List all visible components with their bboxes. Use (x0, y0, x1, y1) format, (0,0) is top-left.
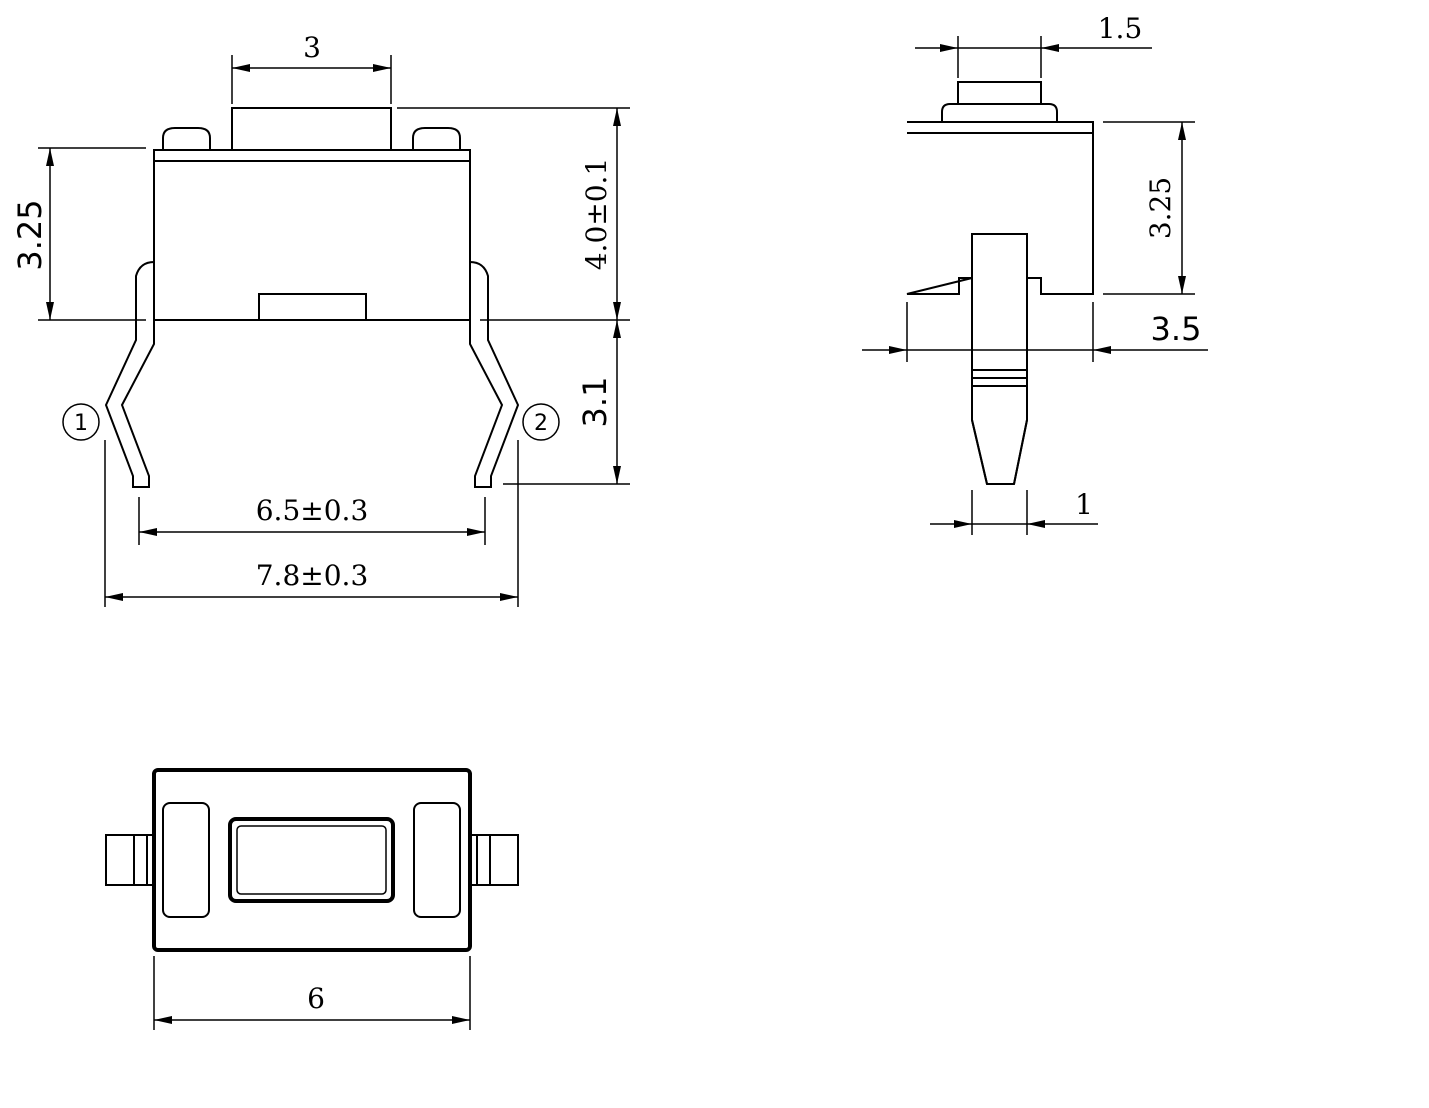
pin-2-label: 2 (534, 411, 548, 436)
front-actuator (231, 107, 392, 150)
front-lead-left (104, 261, 155, 488)
dim-front-lead-inner: 6.5±0.3 (256, 494, 369, 527)
top-lead-right (470, 834, 519, 886)
front-bottom-notch (154, 293, 470, 321)
front-bump-right (412, 127, 461, 150)
side-actuator-base (941, 103, 1058, 122)
front-lead-right (469, 261, 520, 488)
dim-top-body-width: 6 (307, 982, 325, 1015)
dim-front-lead-outer: 7.8±0.3 (256, 559, 369, 592)
dim-side-body-height: 3.25 (1144, 177, 1177, 239)
front-view: 3 3.25 4.0±0.1 3.1 1 2 6.5±0.3 (11, 31, 630, 607)
dim-front-actuator-width: 3 (303, 31, 321, 64)
top-pad-left (162, 802, 210, 918)
top-lead-left (105, 834, 154, 886)
pin-1-marker (62, 403, 100, 441)
dim-front-total-height: 4.0±0.1 (580, 158, 613, 271)
dim-side-lead-width: 1 (1075, 488, 1093, 521)
dim-front-lead-height: 3.1 (576, 377, 614, 428)
front-bump-left (162, 127, 211, 150)
dim-front-body-height: 3.25 (11, 199, 49, 270)
pin-2-marker (522, 403, 560, 441)
front-body (153, 149, 471, 321)
top-pad-right (413, 802, 461, 918)
side-view: 1.5 3.25 3.5 1 (862, 12, 1208, 535)
dim-side-actuator-width: 1.5 (1098, 12, 1143, 45)
dim-side-body-width: 3.5 (1151, 310, 1202, 348)
side-actuator (957, 81, 1042, 104)
side-lead (971, 233, 1028, 485)
side-body (906, 121, 1094, 295)
top-actuator (228, 817, 395, 903)
top-body (152, 768, 472, 952)
pin-1-label: 1 (74, 411, 88, 436)
top-view: 6 (105, 768, 519, 1030)
